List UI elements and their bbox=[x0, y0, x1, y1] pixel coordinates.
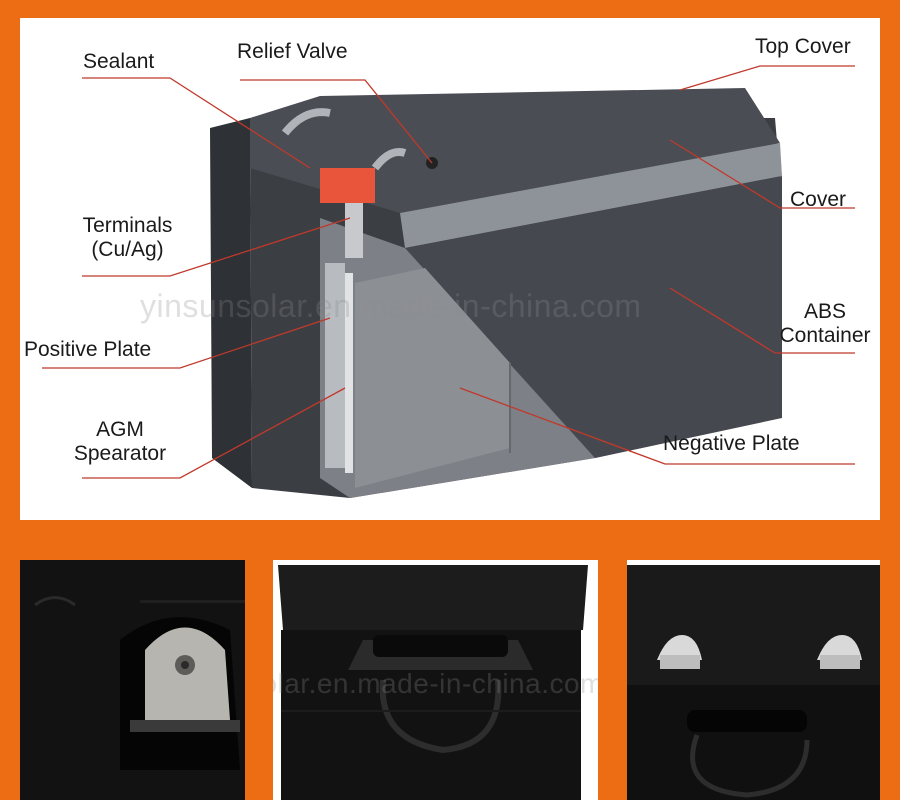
leader-relief-valve bbox=[240, 79, 433, 164]
label-sealant: Sealant bbox=[83, 50, 155, 73]
separator-stack bbox=[345, 273, 353, 473]
abs-container-face bbox=[405, 176, 782, 458]
cover-rim bbox=[400, 143, 782, 248]
label-terminals-line2: (Cu/Ag) bbox=[91, 238, 164, 261]
label-agm-line2: Spearator bbox=[73, 442, 167, 465]
label-abs-line2: Container bbox=[779, 324, 871, 347]
label-agm-line1: AGM bbox=[96, 418, 144, 441]
label-abs-line1: ABS bbox=[803, 300, 847, 323]
photo-terminals-top bbox=[627, 560, 880, 800]
label-cover: Cover bbox=[790, 188, 847, 211]
label-terminals-line1: Terminals bbox=[82, 214, 173, 237]
battery-diagram-panel: yinsunsolar.en.made-in-china.com Sealant… bbox=[20, 18, 880, 520]
photo-handle-front: yinsunsolar.en.made-in-china.com bbox=[273, 560, 598, 800]
terminal-handle-right bbox=[371, 148, 407, 171]
photo-terminal-closeup bbox=[20, 560, 245, 800]
label-abs-container: ABS Container bbox=[765, 300, 885, 348]
terminal-handle-left bbox=[281, 108, 331, 136]
leader-positive-plate bbox=[42, 317, 331, 369]
label-terminals: Terminals (Cu/Ag) bbox=[70, 214, 185, 262]
leader-cover bbox=[669, 139, 855, 209]
leader-top-cover bbox=[679, 65, 855, 91]
leader-negative-plate bbox=[459, 387, 855, 465]
leader-agm-separator bbox=[82, 387, 346, 479]
label-top-cover: Top Cover bbox=[755, 35, 851, 58]
top-cover bbox=[250, 88, 780, 213]
leader-abs-container bbox=[669, 287, 855, 354]
photo-watermark-text: yinsunsolar.en.made-in-china.com bbox=[273, 668, 598, 699]
label-positive-plate: Positive Plate bbox=[24, 338, 152, 361]
label-negative-plate: Negative Plate bbox=[663, 432, 800, 455]
terminal-post bbox=[345, 198, 363, 258]
casing-left-face bbox=[210, 118, 252, 488]
positive-plate-stack bbox=[325, 263, 345, 468]
label-relief-valve: Relief Valve bbox=[237, 40, 348, 63]
sealant-highlight bbox=[320, 168, 375, 203]
label-agm-separator: AGM Spearator bbox=[60, 418, 180, 466]
watermark-text: yinsunsolar.en.made-in-china.com bbox=[140, 288, 642, 324]
battery-cutaway-illustration bbox=[42, 65, 855, 498]
leader-sealant bbox=[82, 77, 311, 169]
negative-plate-region bbox=[355, 268, 510, 488]
leader-lines bbox=[42, 65, 855, 479]
leader-terminals bbox=[82, 217, 351, 277]
